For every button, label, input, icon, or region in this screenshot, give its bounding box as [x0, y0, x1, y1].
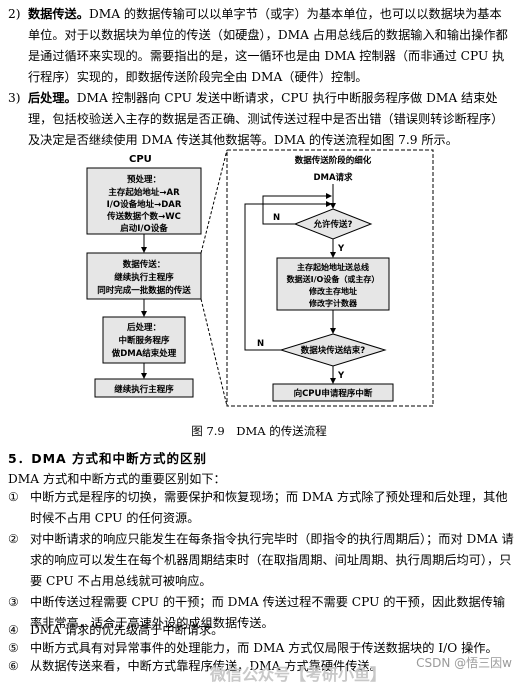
item-text: 中断方式是程序的切换，需要保护和恢复现场；而 DMA 方式除了预处理和后处理，其…: [30, 490, 508, 525]
transfer-line: 数据传送：: [123, 259, 166, 270]
detail-frame: [226, 149, 434, 407]
yes-label: Y: [337, 371, 345, 381]
continue-box: [94, 378, 194, 398]
detail-title: 数据传送阶段的细化: [295, 155, 372, 166]
preprocess-line: 主存起始地址→AR: [108, 187, 180, 198]
list-number: 2): [8, 7, 21, 21]
no-loop-arrow: [244, 201, 332, 351]
preprocess-line: 传送数据个数→WC: [106, 211, 181, 222]
dma-flow-diagram: CPU 预处理： 主存起始地址→AR I/O设备地址→DAR 传送数据个数→WC…: [86, 149, 434, 407]
interrupt-request-box: [272, 383, 394, 402]
figure-caption: 图 7.9 DMA 的传送流程: [191, 424, 327, 438]
list-item: ② 对中断请求的响应只能发生在每条指令执行完毕时（即指令的执行周期后）；而对 D…: [8, 529, 514, 592]
list-item: ⑤ 中断方式具有对异常事件的处理能力，而 DMA 方式仅局限于传送数据块的 I/…: [8, 638, 514, 659]
paragraph-data-transfer: 2) 数据传送。DMA 的数据传输可以以单字节（或字）为基本单位，也可以以数据块…: [8, 4, 512, 88]
list-item: ① 中断方式是程序的切换，需要保护和恢复现场；而 DMA 方式除了预处理和后处理…: [8, 487, 514, 529]
preprocess-box: [86, 167, 202, 235]
section-title: 5．DMA 方式和中断方式的区别: [8, 451, 208, 466]
item-text: 中断方式具有对异常事件的处理能力，而 DMA 方式仅局限于传送数据块的 I/O …: [30, 641, 498, 655]
preprocess-line: 启动I/O设备: [120, 223, 168, 234]
transfer-box: [86, 252, 202, 300]
allow-transfer-label: 允许传送?: [313, 219, 353, 230]
postprocess-line: 做DMA结束处理: [111, 348, 177, 359]
paragraph-lead: 数据传送。: [28, 7, 89, 21]
preprocess-title: 预处理：: [127, 174, 161, 185]
no-label: N: [273, 213, 280, 223]
item-marker: ③: [8, 595, 19, 609]
block-done-label: 数据块传送结束?: [301, 345, 366, 356]
postprocess-box: [102, 316, 186, 364]
paragraph-text: DMA 的数据传输可以以单字节（或字）为基本单位，也可以以数据块为基本单位。对于…: [28, 7, 508, 84]
operation-line: 主存起始地址送总线: [297, 262, 369, 272]
item-text: 中断传送过程需要 CPU 的干预；而 DMA 传送过程不需要 CPU 的干预，因…: [30, 595, 506, 630]
dma-request-label: DMA请求: [313, 172, 353, 183]
list-item: ④ DMA 请求的优先级高于中断请求。: [8, 620, 514, 641]
list-item: ③ 中断传送过程需要 CPU 的干预；而 DMA 传送过程不需要 CPU 的干预…: [8, 592, 514, 634]
preprocess-line: I/O设备地址→DAR: [107, 199, 182, 210]
watermark-footer: 微信公众号【考研小鱼】: [210, 665, 387, 684]
continue-label: 继续执行主程序: [114, 384, 174, 395]
operation-line: 修改字计数器: [308, 298, 358, 308]
item-text: 从数据传送来看，中断方式靠程序传送，DMA 方式靠硬件传送。: [30, 659, 382, 673]
item-text: 对中断请求的响应只能发生在每条指令执行完毕时（即指令的执行周期后）；而对 DMA…: [30, 532, 514, 588]
operation-line: 数据送I/O设备（或主存）: [287, 274, 380, 284]
item-marker: ④: [8, 623, 19, 637]
paragraph-text: DMA 控制器向 CPU 发送中断请求，CPU 执行中断服务程序做 DMA 结束…: [28, 91, 504, 147]
detail-connector: [200, 298, 228, 407]
paragraph-lead: 后处理。: [28, 91, 77, 105]
yes-label: Y: [337, 244, 345, 254]
transfer-line: 同时完成一批数据的传送: [97, 285, 191, 296]
interrupt-request-label: 向CPU申请程序中断: [294, 388, 373, 399]
cpu-label: CPU: [129, 154, 152, 165]
no-label: N: [257, 339, 264, 349]
list-number: 3): [8, 91, 21, 105]
item-marker: ⑤: [8, 641, 19, 655]
postprocess-line: 中断服务程序: [118, 335, 170, 346]
transfer-line: 继续执行主程序: [114, 272, 174, 283]
paragraph-post-processing: 3) 后处理。DMA 控制器向 CPU 发送中断请求，CPU 执行中断服务程序做…: [8, 88, 512, 151]
postprocess-line: 后处理：: [127, 322, 161, 333]
section-intro: DMA 方式和中断方式的重要区别如下：: [8, 472, 226, 486]
item-text: DMA 请求的优先级高于中断请求。: [30, 623, 224, 637]
item-marker: ②: [8, 532, 19, 546]
list-item: ⑥ 从数据传送来看，中断方式靠程序传送，DMA 方式靠硬件传送。: [8, 656, 514, 677]
operation-line: 修改主存地址: [308, 286, 357, 296]
item-marker: ①: [8, 490, 19, 504]
detail-connector: [200, 149, 228, 254]
watermark: CSDN @悟三因w: [416, 656, 512, 670]
item-marker: ⑥: [8, 659, 19, 673]
no-loop-arrow: [262, 193, 332, 225]
